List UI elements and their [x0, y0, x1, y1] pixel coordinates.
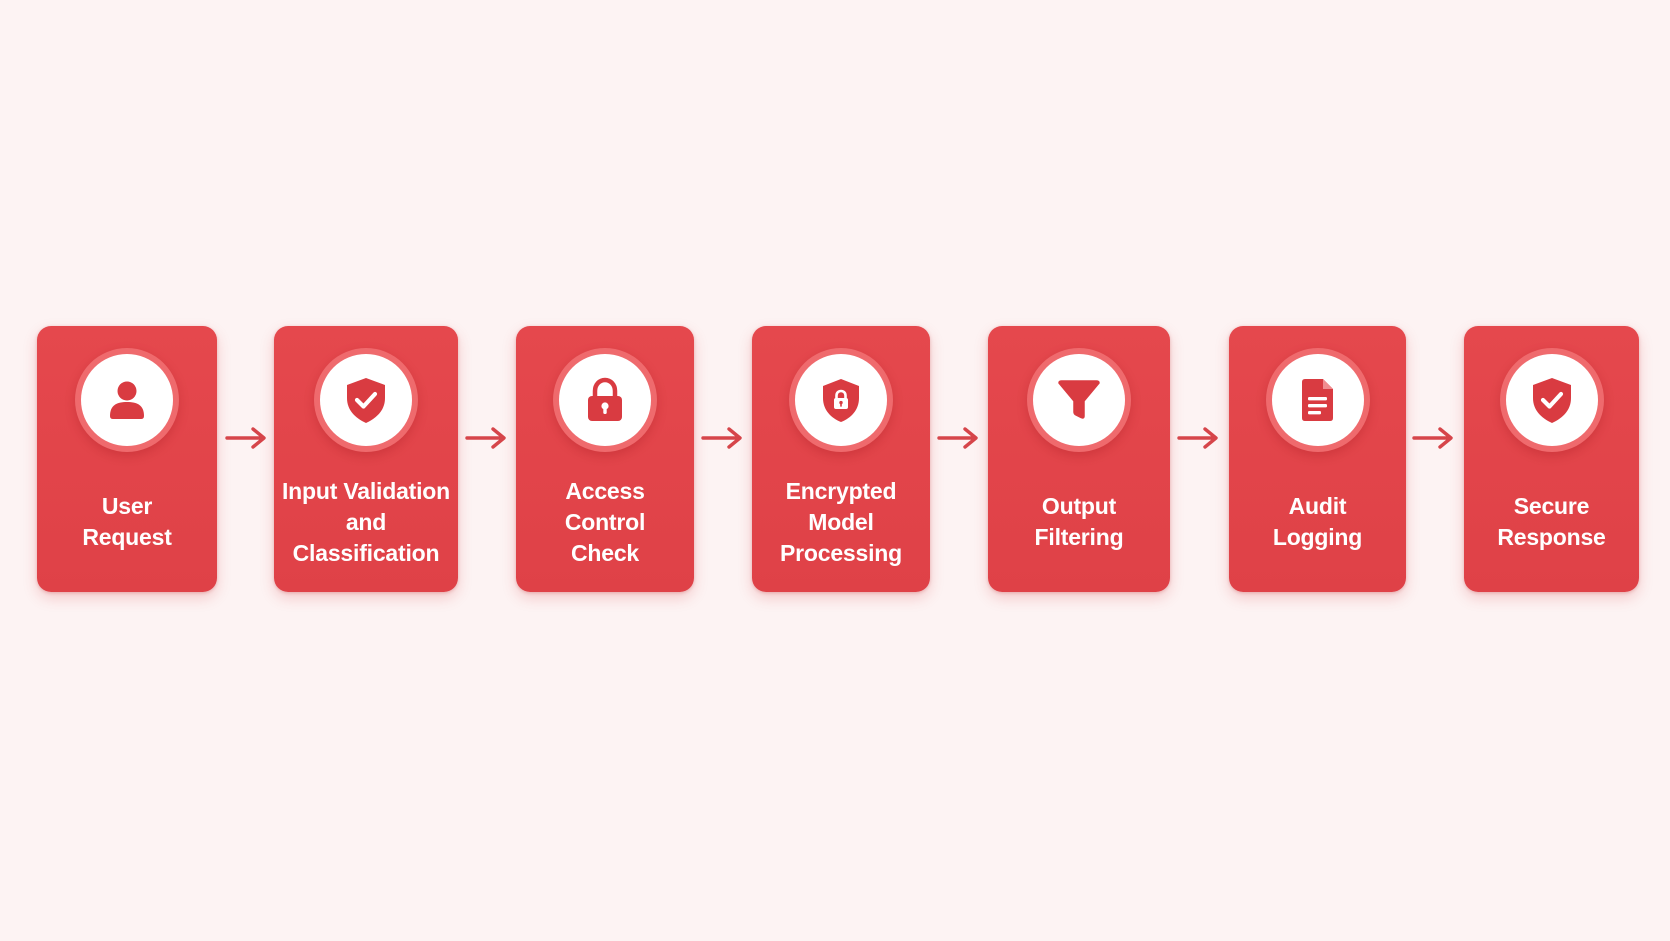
step-label: User Request [37, 472, 217, 572]
step-label-line: Check [570, 539, 640, 566]
filter-icon [1058, 380, 1100, 419]
step-label-line: Request [82, 524, 172, 550]
padlock-icon [588, 377, 622, 421]
step-label-line: Control [564, 508, 646, 535]
flow-arrow [465, 424, 509, 452]
icon-badge [1027, 348, 1131, 452]
step-card-access-control: Access Control Check [516, 326, 694, 592]
step-label-line: Filtering [1034, 524, 1124, 550]
step-label-line: Logging [1272, 524, 1363, 550]
step-card-encrypted-processing: Encrypted Model Processing [752, 326, 930, 592]
step-card-input-validation: Input Validation and Classification [274, 326, 458, 592]
icon-badge [314, 348, 418, 452]
step-label: Access Control Check [516, 472, 694, 572]
icon-badge [1265, 348, 1370, 452]
user-icon [110, 381, 144, 419]
step-label-line: Secure [1513, 493, 1590, 519]
flow-arrow [1177, 424, 1221, 452]
step-label: Audit Logging [1229, 472, 1406, 572]
flow-arrow [1412, 424, 1456, 452]
flow-arrow [937, 424, 981, 452]
flow-arrow [701, 424, 745, 452]
step-label-line: Processing [780, 539, 902, 566]
step-label: Encrypted Model Processing [752, 472, 930, 572]
shield-check-icon [347, 378, 385, 423]
document-icon [1301, 379, 1333, 421]
step-label-line: Output [1041, 493, 1117, 519]
step-label: Input Validation and Classification [274, 472, 458, 572]
step-label: Output Filtering [988, 472, 1170, 572]
step-label-line: Response [1497, 524, 1606, 550]
step-label-line: Audit [1288, 493, 1347, 519]
step-label-line: and [345, 508, 387, 535]
flow-arrow [225, 424, 269, 452]
icon-badge [1499, 348, 1604, 452]
step-label-line: Model [808, 508, 874, 535]
step-card-audit-logging: Audit Logging [1229, 326, 1406, 592]
icon-badge [789, 348, 893, 452]
step-label-line: Classification [292, 539, 440, 566]
icon-badge [75, 348, 179, 452]
step-label-line: Access [565, 477, 645, 504]
shield-lock-icon [823, 379, 859, 422]
icon-badge [553, 348, 657, 452]
step-card-secure-response: Secure Response [1464, 326, 1639, 592]
step-label-line: Input Validation [281, 477, 451, 504]
shield-check-icon [1532, 378, 1571, 423]
step-card-output-filtering: Output Filtering [988, 326, 1170, 592]
step-label: Secure Response [1464, 472, 1639, 572]
step-label-line: Encrypted [785, 477, 897, 504]
step-card-user-request: User Request [37, 326, 217, 592]
step-label-line: User [101, 493, 153, 519]
